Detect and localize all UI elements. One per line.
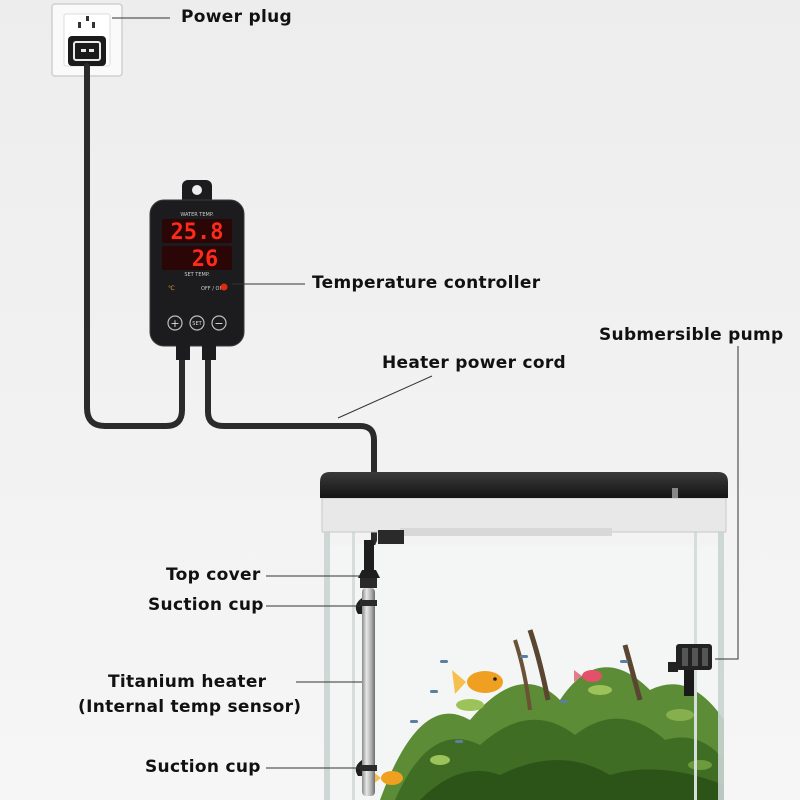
label-heater-power-cord: Heater power cord (382, 353, 566, 373)
aquarium-tank (324, 500, 724, 800)
aquarium-top-cover (320, 472, 728, 544)
minus-symbol: − (214, 317, 223, 330)
unit-indicator: ℃ (168, 285, 175, 292)
water-temp-value: 25.8 (171, 220, 224, 245)
plus-button[interactable]: + (167, 315, 183, 331)
plus-symbol: + (170, 317, 179, 330)
power-plug (68, 36, 106, 66)
label-suction-cup-bottom: Suction cup (145, 757, 261, 777)
temperature-controller: WATER TEMP. 25.8 26 SET TEMP. ℃ OFF / ON… (149, 180, 245, 360)
water-temp-label: WATER TEMP. (180, 212, 214, 218)
label-power-plug: Power plug (181, 7, 292, 27)
submersible-pump (668, 644, 712, 696)
label-temperature-controller: Temperature controller (312, 273, 541, 293)
left-glass (324, 500, 330, 800)
leader-submersible-pump (715, 346, 739, 660)
power-label: OFF / ON (201, 286, 223, 292)
leader-lines (112, 17, 739, 769)
right-glass (718, 500, 724, 800)
power-cord (84, 63, 185, 429)
titanium-heater (355, 540, 380, 796)
set-temp-display (162, 246, 232, 270)
label-submersible-pump: Submersible pump (599, 325, 784, 345)
left-inner-glass (352, 530, 355, 800)
label-suction-cup-top: Suction cup (148, 595, 264, 615)
label-internal-temp-sensor: (Internal temp sensor) (78, 697, 302, 717)
set-temp-label: SET TEMP. (184, 272, 210, 278)
heater-power-cord-line (205, 347, 377, 558)
tetra-school (410, 655, 628, 743)
set-button[interactable]: SET (189, 315, 205, 331)
power-led (220, 283, 228, 291)
label-titanium-heater: Titanium heater (108, 672, 267, 692)
minus-button[interactable]: − (211, 315, 227, 331)
set-button-label: SET (192, 321, 202, 327)
goldfish (452, 670, 503, 694)
set-temp-value: 26 (192, 247, 219, 272)
leader-heater-power-cord (337, 375, 433, 419)
water-temp-display (162, 219, 232, 243)
aquatic-plants (380, 629, 724, 800)
label-top-cover: Top cover (166, 565, 261, 585)
